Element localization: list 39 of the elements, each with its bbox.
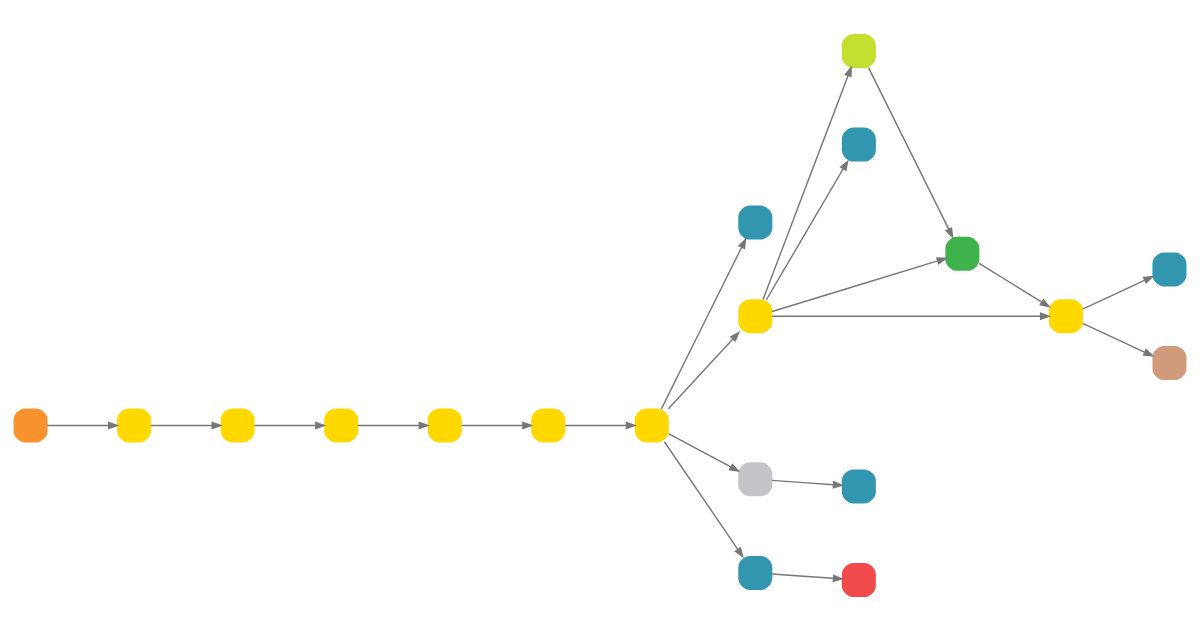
arrow (150, 420, 223, 429)
node-box (324, 407, 359, 442)
arrow (765, 158, 849, 300)
node-box (220, 407, 255, 442)
node-box (738, 461, 773, 496)
node-box (738, 555, 773, 590)
node-box (1152, 251, 1187, 286)
node-box (634, 407, 669, 442)
arrow (867, 66, 954, 239)
arrow (1081, 275, 1155, 310)
node-box (13, 407, 48, 442)
arrow (46, 420, 120, 429)
arrow (762, 65, 852, 300)
arrow (253, 420, 327, 429)
arrow (771, 572, 845, 582)
node-box (1048, 298, 1083, 333)
arrow (460, 420, 534, 429)
node-box (841, 562, 876, 597)
arrow (667, 432, 741, 472)
node-box (841, 33, 876, 68)
node-box (427, 407, 462, 442)
arrow (667, 330, 741, 410)
arrow (771, 311, 1052, 320)
arrow (771, 256, 949, 312)
node-box (738, 205, 773, 240)
node-box (841, 127, 876, 162)
arrow (660, 237, 747, 410)
arrow (1081, 322, 1155, 357)
node-box (117, 407, 152, 442)
arrow (357, 420, 430, 429)
node-box (738, 298, 773, 333)
node-box (531, 407, 566, 442)
arrow (564, 420, 638, 429)
node-box (841, 468, 876, 503)
node-box (945, 236, 980, 271)
node-box (1152, 345, 1187, 380)
arrow (978, 262, 1051, 308)
arrow (663, 440, 744, 558)
arrow (771, 479, 845, 489)
